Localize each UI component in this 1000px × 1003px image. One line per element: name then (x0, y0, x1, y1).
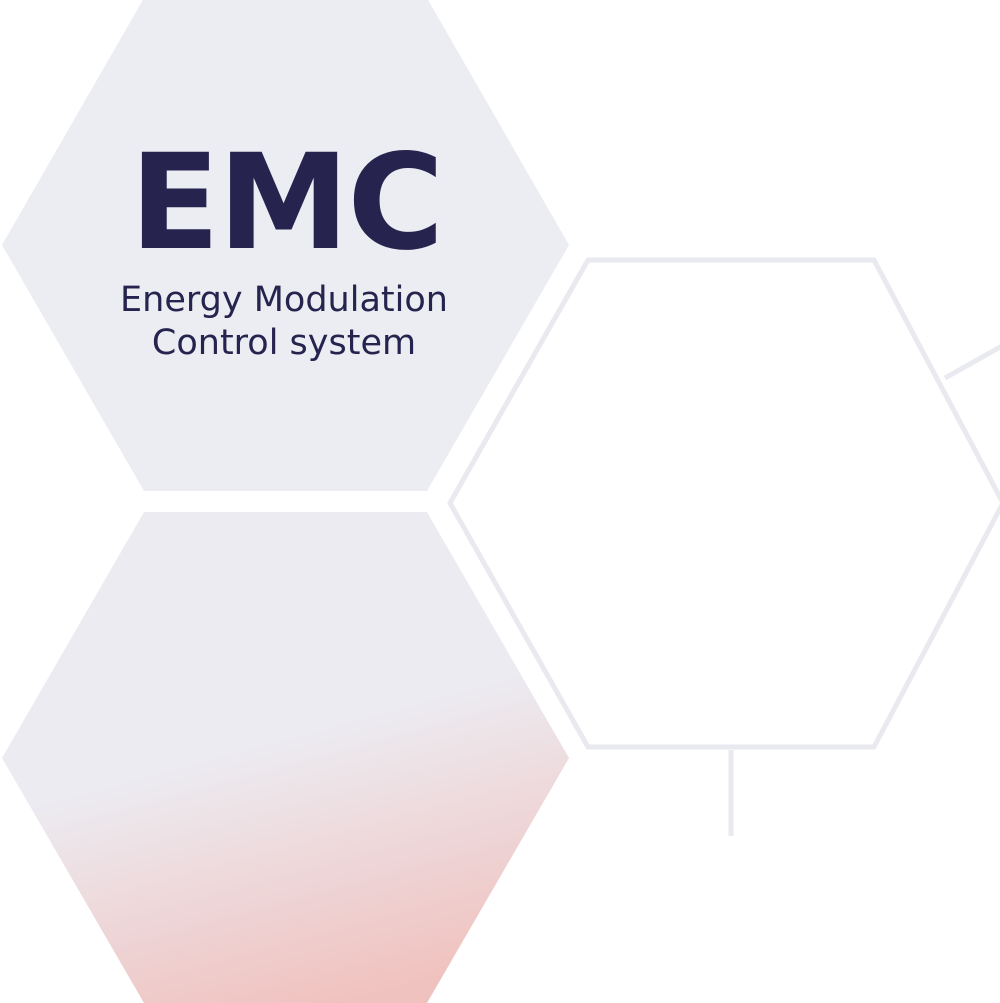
emc-subtitle-line1: Energy Modulation (120, 280, 448, 320)
emc-acronym: EMC (130, 126, 442, 280)
outline-hexagon (447, 257, 1000, 750)
connector-line-upper (943, 344, 1000, 381)
emc-subtitle-line2: Control system (152, 323, 416, 363)
emc-hexagon (2, 0, 569, 491)
gradient-hexagon (2, 512, 569, 1003)
